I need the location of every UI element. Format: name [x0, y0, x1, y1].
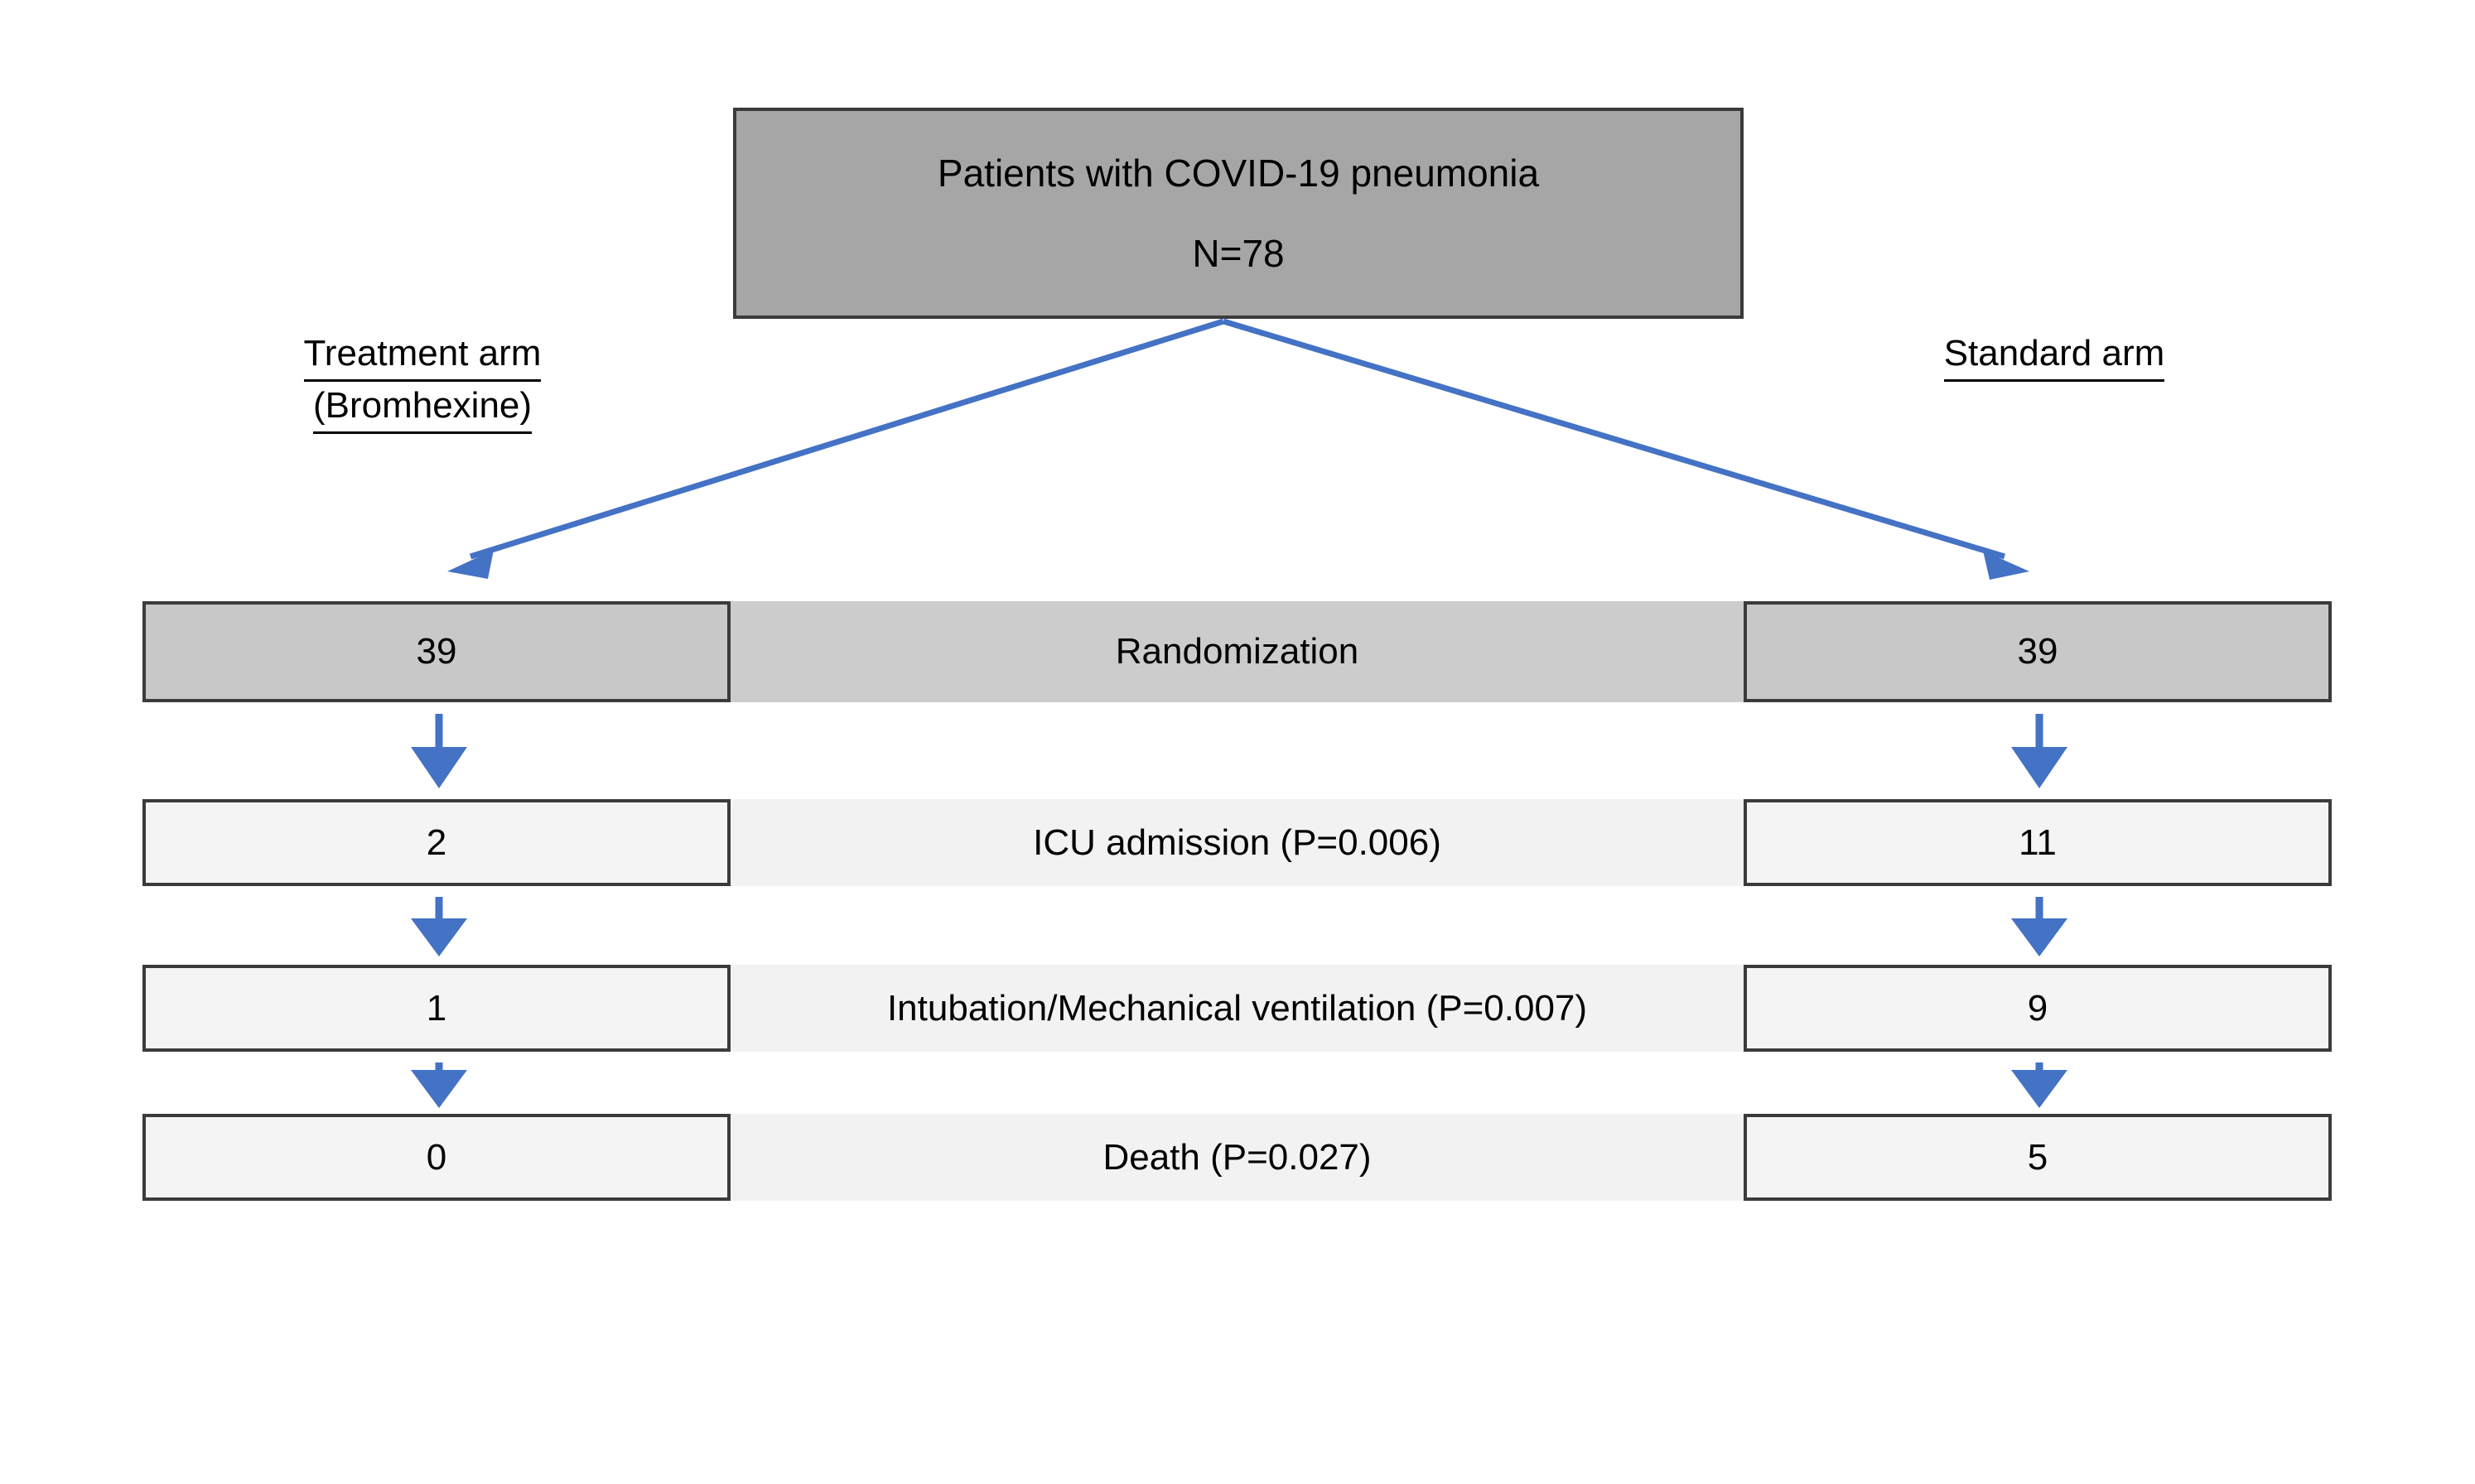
- down-arrow-left-randomization-to-icu: [411, 714, 467, 788]
- down-arrow-right-icu-to-intubation: [2011, 897, 2067, 956]
- intubation-label: Intubation/Mechanical ventilation (P=0.0…: [886, 987, 1588, 1029]
- down-arrow-left-icu-to-intubation: [411, 897, 467, 956]
- down-arrow-right-intubation-to-death: [2011, 1062, 2067, 1108]
- intubation-treatment-value: 1: [142, 965, 731, 1052]
- intubation-standard-value: 9: [1744, 965, 2332, 1052]
- row-icu-admission: ICU admission (P=0.006) 2 11: [0, 799, 2475, 886]
- standard-arm-label: Standard arm: [1822, 330, 2286, 383]
- treatment-arm-line2: (Bromhexine): [312, 382, 533, 435]
- standard-arm-line1: Standard arm: [1943, 330, 2165, 383]
- icu-treatment-value: 2: [142, 799, 731, 886]
- row-death: Death (P=0.027) 0 5: [0, 1114, 2475, 1201]
- down-arrow-right-randomization-to-icu: [2011, 714, 2067, 788]
- row-intubation: Intubation/Mechanical ventilation (P=0.0…: [0, 965, 2475, 1052]
- death-treatment-value: 0: [142, 1114, 731, 1201]
- treatment-arm-label: Treatment arm (Bromhexine): [191, 330, 654, 435]
- randomization-treatment-value: 39: [142, 601, 731, 702]
- row-randomization: Randomization 39 39: [0, 601, 2475, 702]
- icu-admission-label: ICU admission (P=0.006): [1033, 822, 1441, 863]
- death-label: Death (P=0.027): [1102, 1136, 1372, 1178]
- death-standard-value: 5: [1744, 1114, 2332, 1201]
- down-arrow-left-intubation-to-death: [411, 1062, 467, 1108]
- icu-standard-value: 11: [1744, 799, 2332, 886]
- treatment-arm-line1: Treatment arm: [303, 330, 542, 383]
- enrollment-count: N=78: [1192, 231, 1285, 275]
- enrollment-box: Patients with COVID-19 pneumonia N=78: [733, 108, 1744, 319]
- randomization-label: Randomization: [1115, 631, 1359, 672]
- randomization-standard-value: 39: [1744, 601, 2332, 702]
- enrollment-title: Patients with COVID-19 pneumonia: [937, 151, 1540, 195]
